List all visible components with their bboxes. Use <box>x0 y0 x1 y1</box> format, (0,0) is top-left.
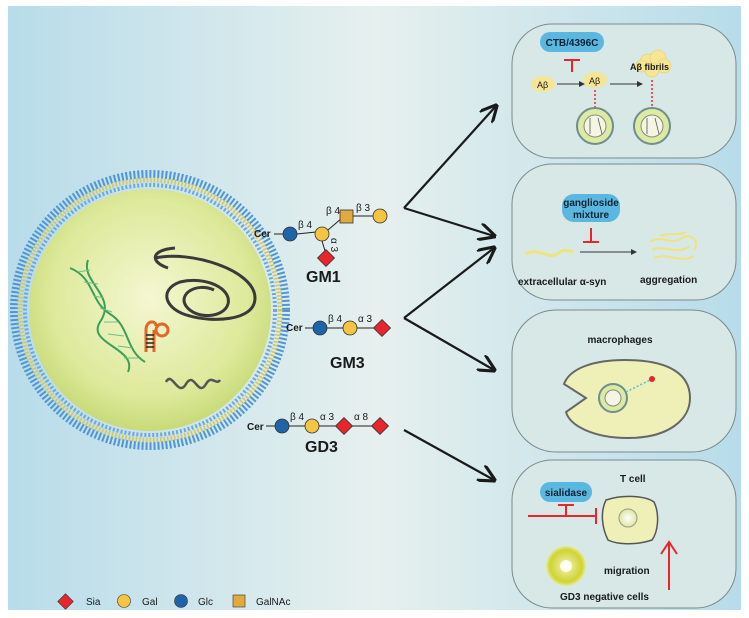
mitochondrion-icon <box>153 246 257 321</box>
glc-icon <box>174 594 188 608</box>
arrow-gm3-up <box>403 248 494 319</box>
glc-icon <box>274 418 290 434</box>
inhibitor-pill <box>540 482 592 502</box>
cell <box>10 170 290 450</box>
gd3-label: GD3 <box>305 439 338 456</box>
sia-icon <box>57 593 74 610</box>
legend-sia: Sia <box>86 597 101 608</box>
panel-macrophage: macrophages <box>511 309 737 453</box>
gm3-label: GM3 <box>330 355 365 372</box>
gm3-link1-label: β 4 <box>328 314 343 325</box>
tcell-negative-label: GD3 negative cells <box>560 592 649 603</box>
gd3-cer-label: Cer <box>247 422 264 433</box>
abeta-fibrils-label: Aβ fibrils <box>630 62 669 72</box>
glc-icon <box>282 226 298 242</box>
gd3-link2-label: α 3 <box>320 412 335 423</box>
panel-synuclein: ganglioside mixture extracellular α-syn … <box>511 163 737 301</box>
membrane-outer <box>10 170 290 450</box>
synuclein-right-label: aggregation <box>640 275 697 286</box>
galnac-icon <box>232 594 246 608</box>
inhibition-arrow <box>528 508 597 524</box>
membrane-mid <box>17 177 283 443</box>
synuclein-aggregate-icon <box>649 231 698 260</box>
inhibitor-pill <box>562 194 620 222</box>
cell-nucleus-icon <box>633 80 671 145</box>
gm1-cer-label: Cer <box>254 229 271 240</box>
inhibition-icon <box>564 59 580 72</box>
dna-icon <box>69 259 146 373</box>
gal-icon <box>117 594 131 608</box>
tcell-inhibitor-label: sialidase <box>545 488 588 499</box>
gm1-label: GM1 <box>306 269 341 286</box>
inhibitor-pill <box>540 32 604 52</box>
gal-icon <box>314 226 330 242</box>
rna-hairpin-icon <box>144 320 170 352</box>
legend: Sia Gal Glc GalNAc <box>57 593 290 610</box>
gm1-link3-label: β 3 <box>356 203 371 214</box>
gm1-link-sia-label: α 3 <box>328 238 339 253</box>
synuclein-inhibitor-line2: mixture <box>573 210 610 221</box>
legend-galnac: GalNAc <box>256 597 290 608</box>
abeta-left-label: Aβ <box>537 80 548 90</box>
panel-abeta: CTB/4396C Aβ Aβ Aβ fibrils <box>511 23 737 159</box>
legend-gal: Gal <box>142 597 158 608</box>
gd3-negative-cell-icon <box>546 546 586 586</box>
gal-icon <box>372 208 388 224</box>
tcell-migration-label: migration <box>604 566 650 577</box>
synuclein-left-label: extracellular α-syn <box>518 277 606 288</box>
tcell-icon <box>601 495 659 545</box>
legend-glc: Glc <box>198 597 213 608</box>
abeta-fibrils-icon <box>635 49 672 78</box>
sia-icon <box>316 248 336 268</box>
arrow-gm1-up <box>403 106 496 209</box>
cell-nucleus-icon <box>576 90 614 145</box>
abeta-inhibitor-label: CTB/4396C <box>546 38 599 49</box>
macrophage-title: macrophages <box>587 335 652 346</box>
migration-up-arrow <box>660 540 678 590</box>
arrow-gm3-down <box>403 317 494 370</box>
tcell-label: T cell <box>620 474 646 485</box>
gm1-glycan: Cer β 4 β 4 β 3 α 3 GM1 <box>254 203 388 286</box>
inhibition-icon <box>558 504 574 516</box>
arrow-gm1-down <box>403 206 494 236</box>
inhibition-icon <box>583 228 599 243</box>
membrane-inner <box>23 183 277 437</box>
gd3-link3-label: α 8 <box>354 412 369 423</box>
connector-arrows <box>403 106 496 480</box>
gal-icon <box>304 418 320 434</box>
gm1-link1-label: β 4 <box>298 220 313 231</box>
sia-icon <box>372 318 392 338</box>
glc-icon <box>312 320 328 336</box>
cytoplasm <box>29 189 271 431</box>
galnac-icon <box>339 209 354 224</box>
arrow-gd3 <box>403 429 494 480</box>
gm3-link2-label: α 3 <box>358 314 373 325</box>
panel-tcell: sialidase T cell migration GD3 negative … <box>511 459 737 609</box>
synuclein-monomer-icon <box>525 248 575 257</box>
abeta-mid-label: Aβ <box>589 76 600 86</box>
sia-icon <box>370 416 390 436</box>
mrna-icon <box>164 377 222 390</box>
macrophage-icon <box>562 358 692 440</box>
gm1-link2-label: β 4 <box>326 206 341 217</box>
synuclein-inhibitor-line1: ganglioside <box>563 198 619 209</box>
gm3-glycan: Cer β 4 α 3 GM3 <box>286 314 392 372</box>
gm3-cer-label: Cer <box>286 323 303 334</box>
gd3-link1-label: β 4 <box>290 412 305 423</box>
gd3-glycan: Cer β 4 α 3 α 8 GD3 <box>247 412 390 456</box>
sia-icon <box>334 416 354 436</box>
gal-icon <box>342 320 358 336</box>
